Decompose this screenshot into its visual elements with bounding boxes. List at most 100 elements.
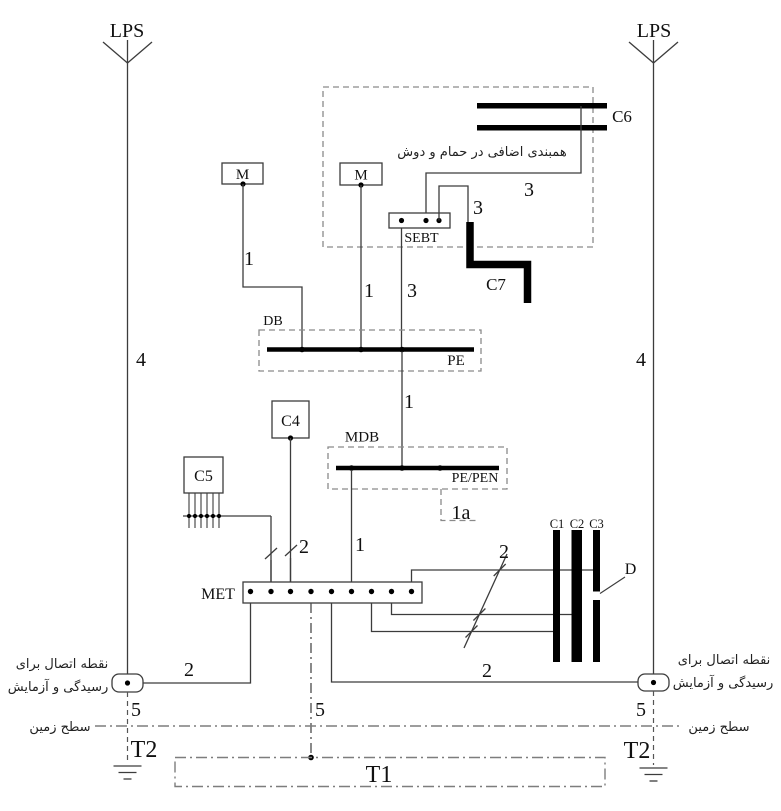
c7-extraneous-part: C7 bbox=[466, 222, 532, 303]
test-point-left-note-2: رسیدگی و آزمایش bbox=[8, 678, 109, 695]
junction-dot bbox=[578, 103, 584, 109]
bonding-conductor-left: 2 bbox=[143, 603, 252, 684]
test-point-right-note-1: نقطه اتصال برای bbox=[678, 653, 771, 668]
d-leader-line bbox=[599, 576, 626, 594]
c2-service-pipe bbox=[571, 530, 582, 662]
c1-label: C1 bbox=[550, 517, 565, 531]
conductor-group-slash: 2 bbox=[463, 541, 509, 649]
junction-dot bbox=[124, 680, 131, 686]
conductor-5-right-label: 5 bbox=[636, 699, 646, 721]
bonding-conductor-c3 bbox=[410, 567, 600, 582]
c7-label: C7 bbox=[486, 275, 506, 294]
earth-ground-icon bbox=[639, 767, 668, 782]
conductor-3-c7-label: 3 bbox=[473, 197, 483, 219]
c4-box bbox=[271, 400, 310, 439]
ground-level: سطح زمین سطح زمین bbox=[29, 720, 749, 735]
junction-dot bbox=[388, 588, 395, 595]
junction-dot bbox=[368, 588, 375, 595]
conductor-2-right-label: 2 bbox=[482, 660, 492, 682]
met-label: MET bbox=[201, 586, 235, 603]
lps-left: LPS 4 bbox=[102, 20, 153, 674]
c6-label: C6 bbox=[612, 107, 632, 126]
c5-label: C5 bbox=[194, 468, 213, 485]
mdb-label: MDB bbox=[345, 430, 379, 446]
conductor-c6-to-sebt bbox=[425, 106, 582, 221]
pe-pen-label: PE/PEN bbox=[452, 471, 499, 486]
met-main-earthing-terminal: MET bbox=[201, 558, 423, 604]
sebt-label: SEBT bbox=[404, 231, 439, 246]
mdb-boundary bbox=[327, 446, 508, 490]
d-insulating-piece bbox=[591, 591, 602, 600]
conductor-5-center-label: 5 bbox=[315, 699, 325, 721]
conductor-3-sebt-label: 3 bbox=[407, 280, 417, 302]
ground-level-label-left: سطح زمین bbox=[29, 720, 90, 735]
appliance-m-right: M 1 bbox=[339, 162, 383, 348]
c6-extraneous-part: C6 3 bbox=[425, 103, 632, 221]
m-left-label: M bbox=[236, 167, 249, 183]
junction-dot bbox=[650, 679, 657, 686]
bathroom-zone-boundary bbox=[322, 86, 594, 248]
c7-pipe bbox=[466, 222, 532, 303]
conductor-sebt-to-c7 bbox=[438, 185, 469, 222]
junction-dot bbox=[348, 465, 355, 471]
c1-service-pipe bbox=[553, 530, 560, 662]
c4-label: C4 bbox=[281, 413, 300, 430]
test-point-left-note-1: نقطه اتصال برای bbox=[16, 657, 109, 672]
junction-dot bbox=[399, 346, 405, 353]
break-slash bbox=[264, 547, 278, 560]
conductor-4-right-label: 4 bbox=[636, 349, 646, 371]
earth-ground-icon bbox=[113, 765, 142, 780]
pe-label: PE bbox=[447, 353, 465, 369]
bonding-conductor-c2 bbox=[390, 603, 580, 618]
junction-dot bbox=[437, 465, 443, 471]
db-boundary bbox=[258, 329, 482, 372]
conductor-2-c45-label: 2 bbox=[299, 536, 309, 558]
junction-dot bbox=[358, 346, 364, 353]
junction-dot bbox=[399, 465, 405, 471]
junction-dot bbox=[328, 588, 335, 595]
c6-bar-bottom bbox=[477, 125, 607, 131]
test-point-left: نقطه اتصال برای رسیدگی و آزمایش 5 T2 bbox=[8, 657, 158, 780]
lps-left-label: LPS bbox=[110, 20, 144, 42]
zone-1a-label: 1a bbox=[452, 502, 471, 524]
junction-dot bbox=[398, 217, 405, 224]
c5-box bbox=[183, 456, 224, 494]
junction-dot bbox=[408, 588, 415, 595]
t1-electrode-loop bbox=[174, 756, 606, 788]
junction-dot bbox=[308, 588, 314, 595]
lightning-rod-icon bbox=[628, 40, 679, 674]
mdb-main-distribution-board: MDB PE/PEN 1a 1 bbox=[327, 430, 508, 582]
t2-left-label: T2 bbox=[131, 737, 158, 763]
test-point-right-note-2: رسیدگی و آزمایش bbox=[673, 674, 774, 691]
conductor-5-left-label: 5 bbox=[131, 699, 141, 721]
conductor-3-c6-label: 3 bbox=[524, 179, 534, 201]
bathroom-bonding-note: همبندی اضافی در حمام و دوش bbox=[397, 145, 567, 160]
d-label: D bbox=[625, 561, 637, 578]
lps-right-label: LPS bbox=[637, 20, 671, 42]
conductor-1-mright-label: 1 bbox=[364, 280, 374, 302]
db-label: DB bbox=[263, 314, 282, 329]
c6-bar-top bbox=[477, 103, 607, 109]
lps-right: LPS 4 bbox=[628, 20, 679, 674]
c3-label: C3 bbox=[589, 517, 604, 531]
conductor-1-mdb-met-label: 1 bbox=[355, 534, 365, 556]
conductor-1-mleft-label: 1 bbox=[244, 248, 254, 270]
sebt-terminal: SEBT 3 3 bbox=[388, 185, 483, 348]
break-slash bbox=[284, 544, 298, 557]
earthing-conductor-t1: 5 bbox=[308, 603, 325, 761]
sebt-bar bbox=[388, 212, 451, 229]
junction-dot bbox=[287, 588, 294, 595]
zone-1a-boundary bbox=[440, 489, 478, 522]
c2-label: C2 bbox=[570, 517, 585, 531]
test-point-right: نقطه اتصال برای رسیدگی و آزمایش 5 T2 bbox=[624, 653, 774, 782]
c5-multi-terminal-icon bbox=[183, 493, 271, 528]
junction-dot bbox=[299, 346, 305, 353]
ground-level-label-right: سطح زمین bbox=[688, 720, 749, 735]
bathroom-bonding-zone: همبندی اضافی در حمام و دوش bbox=[322, 86, 594, 248]
junction-dot bbox=[348, 588, 355, 595]
t1-label: T1 bbox=[366, 762, 393, 788]
junction-dot bbox=[423, 217, 429, 224]
junction-dot bbox=[247, 588, 254, 595]
c5-extraneous-part: C5 2 bbox=[183, 456, 309, 582]
